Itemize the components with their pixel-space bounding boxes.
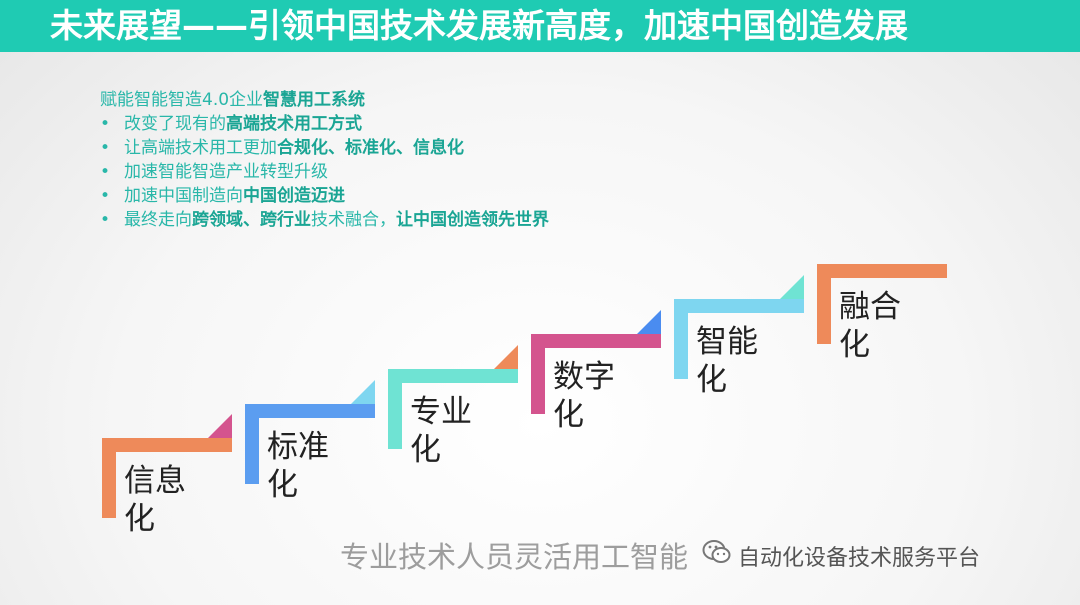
wechat-icon [702,540,731,563]
bullet-item: • 加速智能智造产业转型升级 [100,160,549,184]
bullet-text: 最终走向 [124,210,192,230]
bullet-item: • 加速中国制造向中国创造迈进 [100,184,549,208]
step-bracket-side [531,334,545,414]
bullet-dot: • [100,210,111,230]
step-bracket-top [102,438,232,452]
content-block: 赋能智能智造4.0企业智慧用工系统 • 改变了现有的高端技术用工方式 • 让高端技术用… [100,88,549,232]
step-3: 专业化 [388,345,518,468]
bullet-text: 技术融合， [311,210,396,230]
bullet-bold-text: 合规化、标准化、信息化 [277,138,464,158]
bullet-bold-text: 中国创造迈进 [243,186,345,206]
step-4: 数字化 [531,310,661,433]
step-label: 智能化 [696,324,758,398]
bullet-dot: • [100,162,111,182]
bullet-text: 改变了现有的 [124,114,226,134]
step-triangle [637,310,661,334]
step-bracket-side [674,299,688,379]
step-triangle [494,345,518,369]
step-bracket-side [102,438,116,518]
bullet-dot: • [100,186,111,206]
lead-bold: 智慧用工系统 [263,90,366,110]
step-bracket-top [245,404,375,418]
bullet-text: 让高端技术用工更加 [124,138,277,158]
step-label: 信息化 [124,463,186,537]
step-label: 标准化 [267,429,329,503]
step-bracket-top [531,334,661,348]
bullet-item: • 让高端技术用工更加合规化、标准化、信息化 [100,136,549,160]
step-6: 融合化 [817,264,947,363]
bullet-list: • 改变了现有的高端技术用工方式 • 让高端技术用工更加合规化、标准化、信息化 • 加速智… [100,112,549,232]
lead-prefix: 赋能智能智造4.0企业 [100,90,264,110]
title-bar: 未来展望——引领中国技术发展新高度，加速中国创造发展 [0,0,1080,52]
step-label: 数字化 [553,359,615,433]
step-bracket-top [674,299,804,313]
bullet-item: • 最终走向跨领域、跨行业技术融合，让中国创造领先世界 [100,208,549,232]
page-title: 未来展望——引领中国技术发展新高度，加速中国创造发展 [50,6,908,45]
step-triangle [351,380,375,404]
bullet-bold-text: 让中国创造领先世界 [396,210,549,230]
platform-name: 自动化设备技术服务平台 [738,546,981,571]
bullet-dot: • [100,138,111,158]
step-bracket-side [817,264,831,344]
step-5: 智能化 [674,275,804,398]
step-bracket-side [388,369,402,449]
step-label: 融合化 [839,289,901,363]
bullet-item: • 改变了现有的高端技术用工方式 [100,112,549,136]
bullet-text: 加速中国制造向 [124,186,243,206]
lead-line: 赋能智能智造4.0企业智慧用工系统 [100,88,549,112]
step-1: 信息化 [102,414,232,537]
step-bracket-side [245,404,259,484]
step-triangle [780,275,804,299]
step-bracket-top [817,264,947,278]
step-2: 标准化 [245,380,375,503]
bullet-dot: • [100,114,111,134]
bullet-text: 加速智能智造产业转型升级 [124,162,328,182]
step-triangle [208,414,232,438]
bullet-bold-text: 高端技术用工方式 [226,114,362,134]
step-label: 专业化 [410,394,472,468]
step-bracket-top [388,369,518,383]
bullet-bold-text: 跨领域、跨行业 [192,210,311,230]
watermark-text: 专业技术人员灵活用工智能 [340,540,689,574]
